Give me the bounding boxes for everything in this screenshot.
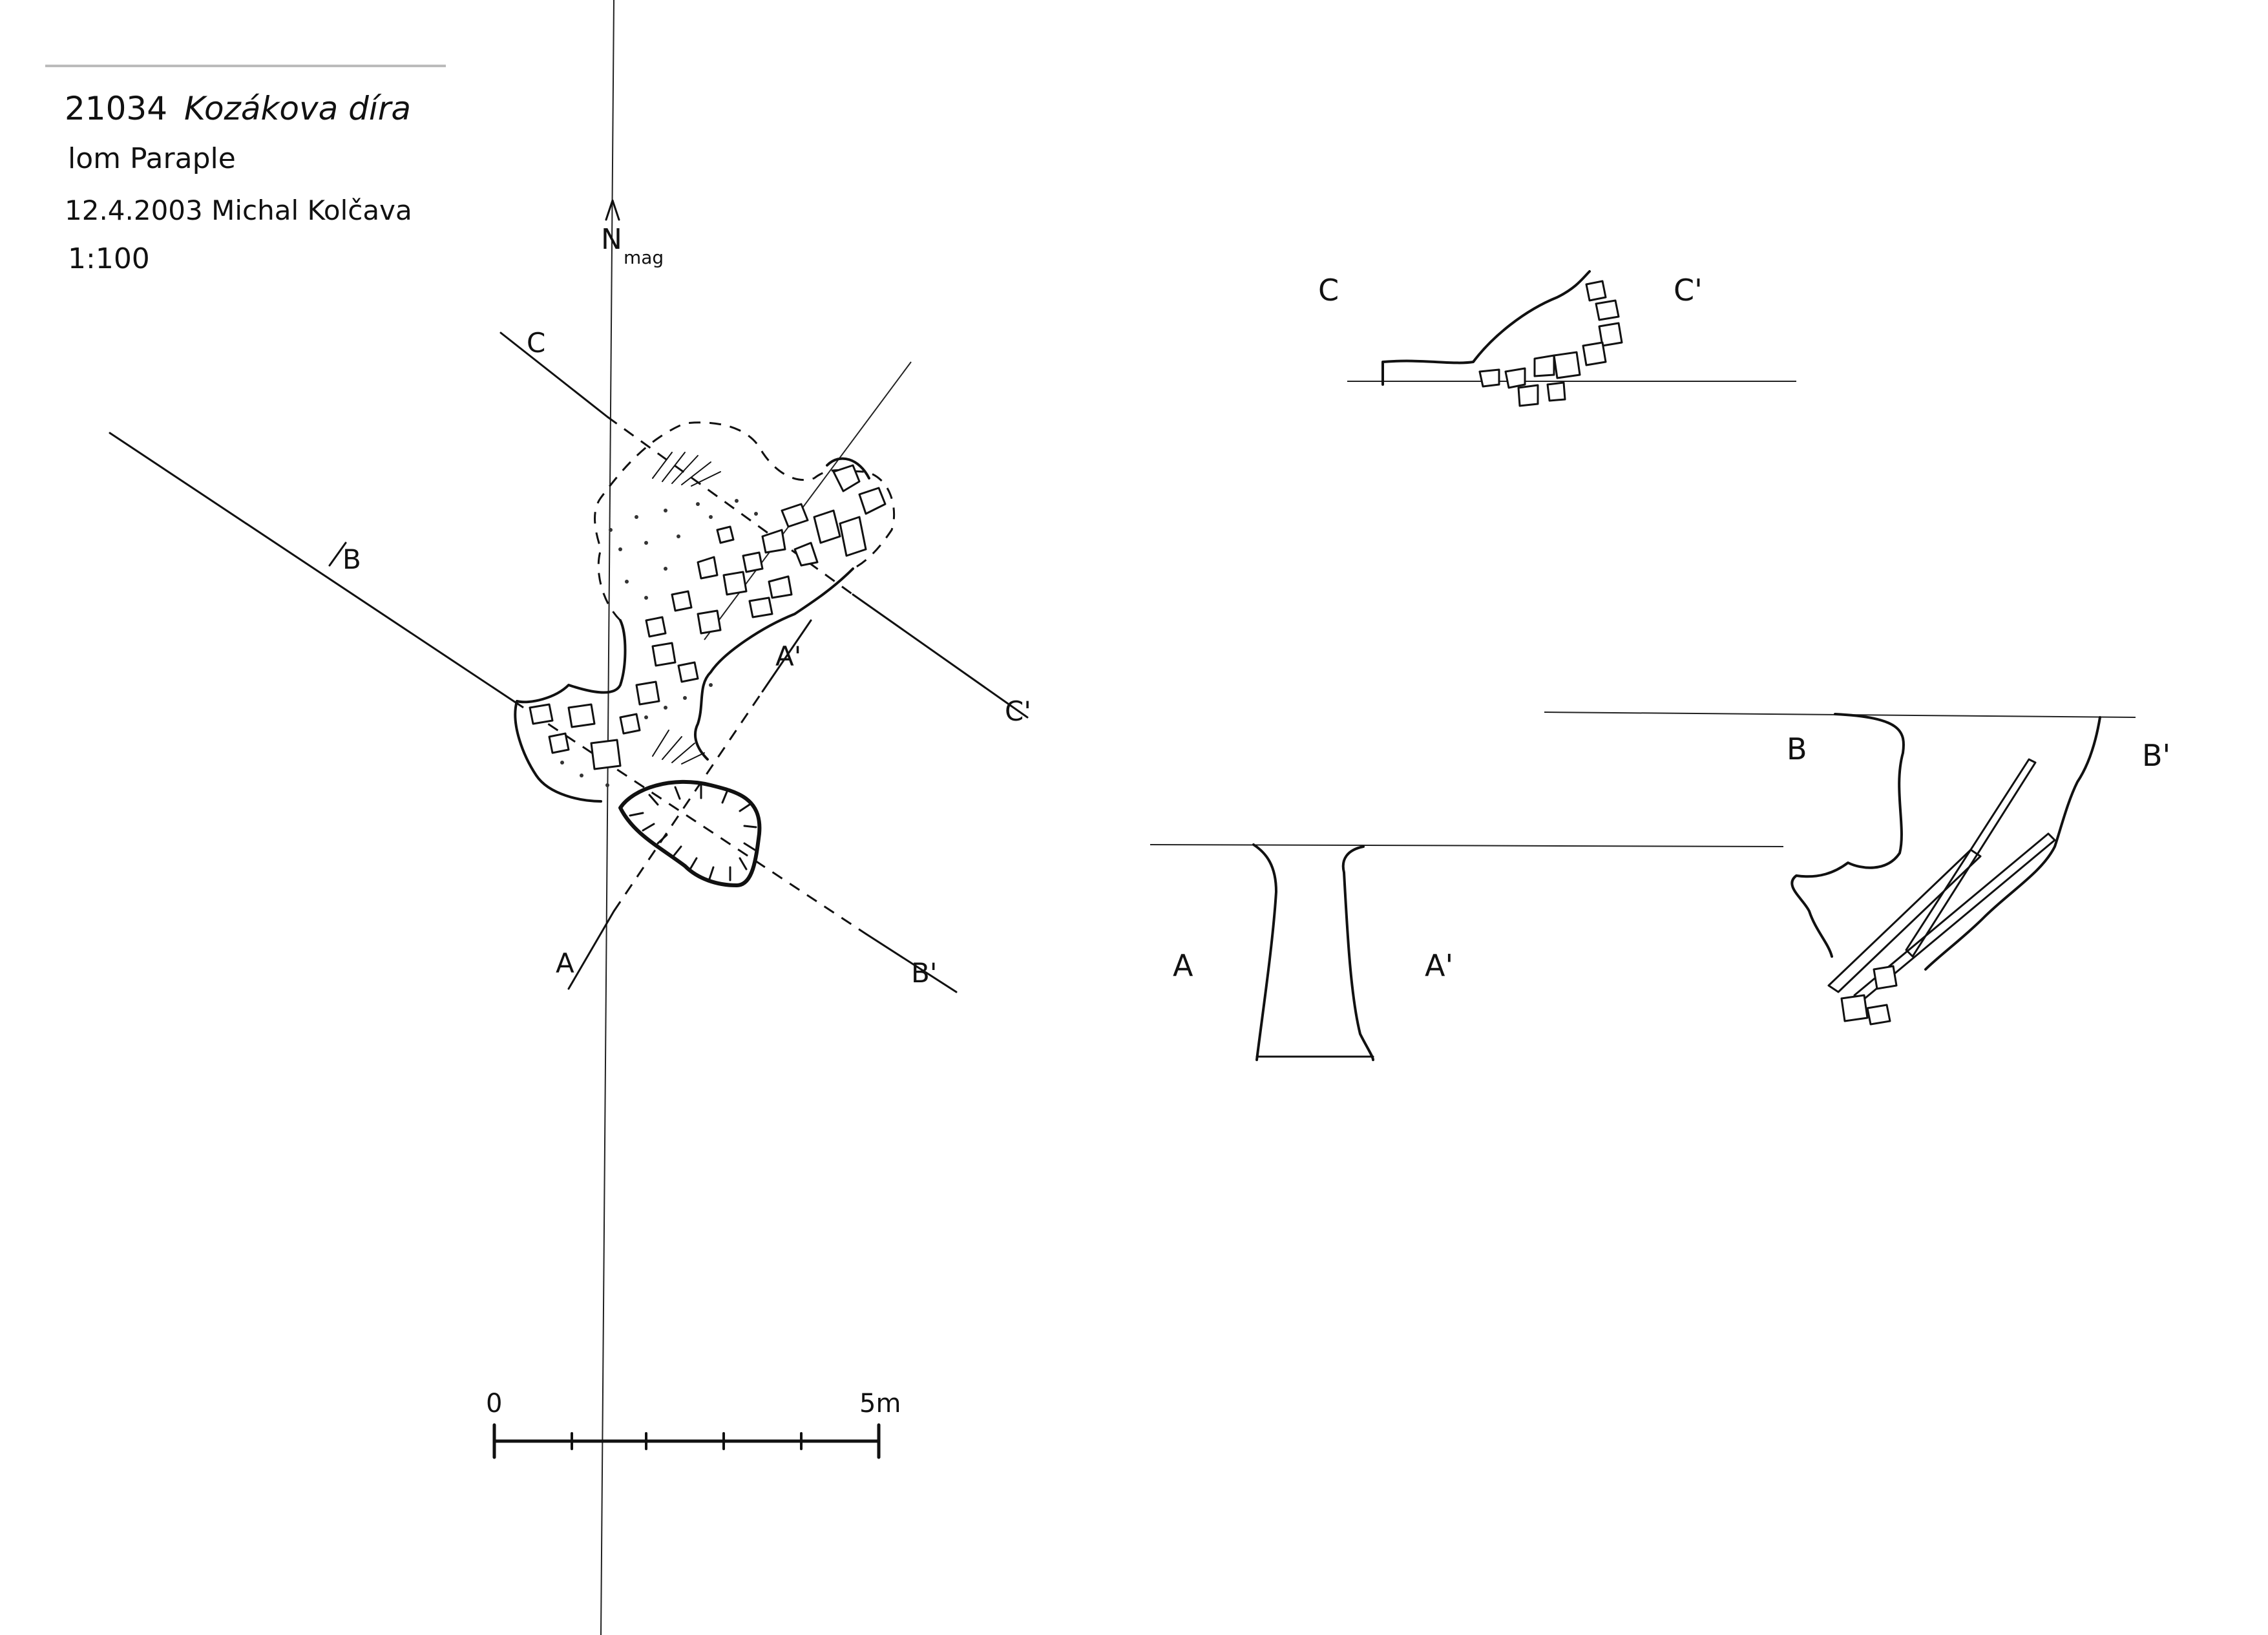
scale-bar: 0 5m [486,1389,901,1459]
section-line-a-solid-start [567,910,615,990]
north-label: N [601,223,622,256]
north-subscript: mag [624,247,664,268]
title-box-edge [45,65,446,67]
header-block: 21034 Kozákova díra lom Paraple 12.4.200… [65,90,412,275]
cave-number: 21034 [65,90,167,127]
profile-b-left-wall [1790,713,1905,958]
sediment-dots [560,499,758,787]
entrance-hachures [629,784,757,881]
plan-label-c: C [527,327,545,359]
profile-b-right-wall [1924,716,2101,971]
section-line-c-solid-end [852,593,1029,719]
plan-label-a: A [556,947,574,979]
section-line-b-solid-end [865,933,958,993]
profile-b-logs [1827,758,2056,1003]
cave-name: Kozákova díra [184,90,411,127]
section-tick-b [328,542,347,567]
section-line-c-dashed [607,416,854,596]
cave-plan [514,421,896,887]
profile-c-outline [1381,270,1591,386]
profile-c-right-label: C' [1674,273,1703,308]
profile-a-left-wall [1252,843,1277,1061]
section-line-a-dashed [613,691,764,912]
profile-c: C C' [1318,270,1796,407]
slope-fan-marks [652,452,721,765]
plan-label-a-prime: A' [775,640,801,672]
scale-bar-start-label: 0 [486,1389,502,1419]
locality: lom Paraple [68,142,236,175]
vertical-guide-line [600,0,614,1635]
plan-label-b: B [342,543,361,575]
profile-b: B B' [1544,712,2170,1026]
section-line-b-dashed [513,700,866,935]
plan-label-b-prime: B' [911,957,937,989]
plan-label-c-prime: C' [1005,695,1031,727]
profile-a-left-label: A [1173,948,1193,983]
profile-a-right-wall [1341,845,1374,1061]
north-arrow-icon [605,199,620,221]
profile-a: A A' [1150,843,1784,1061]
section-line-a-solid-end [761,619,812,693]
profile-a-datum [1150,844,1784,847]
plan-labels: C C' B B' A A' [342,327,1031,989]
profile-c-left-label: C [1318,273,1339,308]
profile-b-blocks [1840,965,1898,1026]
plan-section-lines [109,332,1029,993]
plan-main-outline [514,457,870,803]
profile-a-right-label: A' [1425,948,1453,983]
scale-ratio: 1:100 [68,242,150,275]
section-line-c-solid-start [499,332,609,418]
profile-c-blocks [1478,280,1623,407]
north-arrow: N mag [601,199,664,268]
profile-b-left-label: B [1787,732,1807,766]
date-author: 12.4.2003 Michal Kolčava [65,195,412,226]
plan-upper-chamber-outline [594,421,896,622]
scale-bar-end-label: 5m [859,1389,901,1419]
entrance-shaft-outline [618,779,762,887]
rock-blocks [529,464,887,770]
section-line-b-solid-start [109,432,515,702]
profile-b-right-label: B' [2142,738,2170,773]
